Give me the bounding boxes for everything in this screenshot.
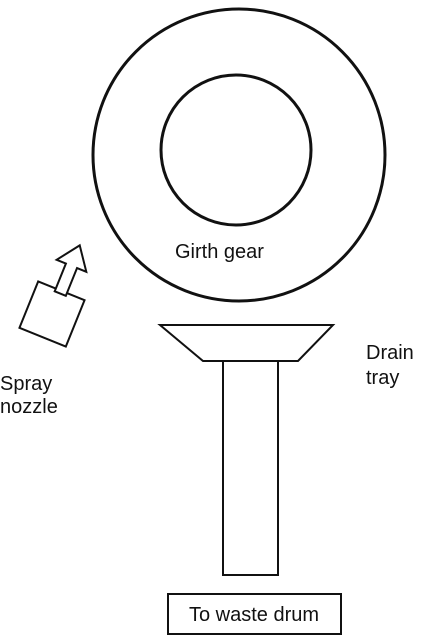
drain-tray [157,324,336,362]
waste-drum-box [167,593,342,635]
spray-nozzle [18,243,88,348]
drain-tray-label-line1: Drain [366,342,414,364]
spray-nozzle-label-line1: Spray [0,373,52,395]
spray-direction-arrow-icon [53,243,88,298]
spray-nozzle-label-line2: nozzle [0,396,58,418]
girth-gear-inner-bore [159,73,313,227]
girth-gear-outer-ring [91,7,387,303]
spray-nozzle-body [18,280,86,348]
girth-gear-label: Girth gear [175,241,264,263]
drain-tray-label-line2: tray [366,367,399,389]
girth-gear [91,7,387,303]
waste-drum-label: To waste drum [189,604,319,626]
drain-pipe [222,360,279,576]
